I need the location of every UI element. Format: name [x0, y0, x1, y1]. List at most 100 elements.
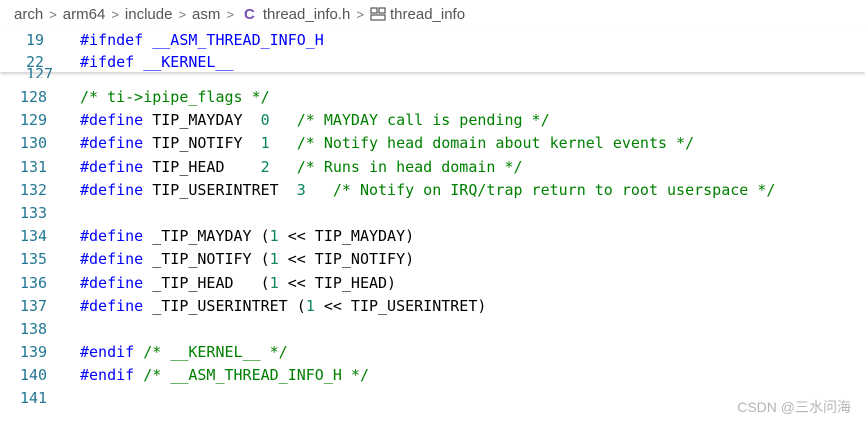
- code-line[interactable]: 135 #define _TIP_NOTIFY (1 << TIP_NOTIFY): [0, 248, 865, 271]
- code-line[interactable]: 137 #define _TIP_USERINTRET (1 << TIP_USE…: [0, 295, 865, 318]
- code-token: 0: [260, 111, 270, 130]
- code-token: #define: [80, 250, 144, 269]
- code-token: #define: [80, 134, 144, 153]
- code-line[interactable]: 132 #define TIP_USERINTRET 3 /* Notify on…: [0, 179, 865, 202]
- code-line[interactable]: 129 #define TIP_MAYDAY 0 /* MAYDAY call i…: [0, 109, 865, 132]
- breadcrumb-item-file[interactable]: thread_info.h: [262, 5, 351, 23]
- line-number: 133: [20, 203, 48, 222]
- breadcrumb-item-arm64[interactable]: arm64: [62, 5, 106, 23]
- code-text: #define TIP_NOTIFY 1 /* Notify head doma…: [80, 132, 694, 155]
- code-text: #define TIP_HEAD 2 /* Runs in head domai…: [80, 156, 523, 179]
- chevron-right-icon: >: [49, 6, 57, 22]
- code-token: 1: [269, 227, 279, 246]
- chevron-right-icon: >: [111, 6, 119, 22]
- code-text: #define TIP_USERINTRET 3 /* Notify on IR…: [80, 179, 775, 202]
- code-editor[interactable]: 128 /* ti->ipipe_flags */ 129 #define TIP_M…: [0, 86, 865, 411]
- code-text: #define _TIP_MAYDAY (1 << TIP_MAYDAY): [80, 225, 414, 248]
- code-line[interactable]: 128 /* ti->ipipe_flags */: [0, 86, 865, 109]
- code-token: 1: [269, 273, 279, 292]
- code-token: /* __KERNEL__ */: [134, 343, 288, 362]
- code-line[interactable]: 138: [0, 318, 865, 341]
- code-line[interactable]: 131 #define TIP_HEAD 2 /* Runs in head do…: [0, 156, 865, 179]
- line-number: 138: [20, 319, 48, 338]
- code-token: #endif: [80, 366, 135, 385]
- line-number: 135: [20, 250, 48, 269]
- code-token: 1: [269, 250, 279, 269]
- line-number: 19: [26, 31, 45, 49]
- breadcrumb-item-asm[interactable]: asm: [192, 5, 221, 23]
- partial-line-number: 127: [26, 66, 54, 78]
- code-line[interactable]: 141: [0, 387, 865, 410]
- code-token: _TIP_MAYDAY (: [143, 227, 270, 246]
- code-token: /* MAYDAY call is pending */: [269, 111, 550, 130]
- line-number: 132: [20, 180, 48, 199]
- line-number: 131: [20, 157, 48, 176]
- code-text: #define TIP_MAYDAY 0 /* MAYDAY call is p…: [80, 109, 550, 132]
- code-text: #define _TIP_USERINTRET (1 << TIP_USERIN…: [80, 295, 486, 318]
- code-token: _TIP_NOTIFY (: [143, 250, 270, 269]
- breadcrumb-item-symbol[interactable]: thread_info: [390, 5, 466, 23]
- chevron-right-icon: >: [178, 6, 187, 22]
- code-token: #define: [80, 273, 144, 292]
- code-token: #define: [80, 157, 144, 176]
- code-text: #define _TIP_HEAD (1 << TIP_HEAD): [80, 272, 396, 295]
- line-number: 134: [20, 227, 48, 246]
- line-number: 137: [20, 296, 48, 315]
- code-token: TIP_USERINTRET: [143, 180, 297, 199]
- line-number: 141: [20, 389, 48, 408]
- sticky-line[interactable]: 22 #ifdef __KERNEL__: [0, 51, 865, 73]
- code-token: _TIP_USERINTRET (: [143, 296, 306, 315]
- line-number: 22: [26, 53, 45, 71]
- code-token: #endif: [80, 343, 135, 362]
- line-number: 136: [20, 273, 48, 292]
- watermark: CSDN @三水问海: [737, 399, 851, 415]
- breadcrumb-item-include[interactable]: include: [124, 5, 173, 23]
- code-token: #define: [80, 111, 144, 130]
- sticky-scroll-header[interactable]: 19 #ifndef __ASM_THREAD_INFO_H 22 #ifdef…: [0, 28, 865, 72]
- code-token: << TIP_NOTIFY): [278, 250, 415, 269]
- sticky-line[interactable]: 19 #ifndef __ASM_THREAD_INFO_H: [0, 29, 865, 51]
- code-token: /* Runs in head domain */: [269, 157, 523, 176]
- struct-icon: [370, 7, 386, 21]
- code-token: 2: [260, 157, 270, 176]
- line-number: 139: [20, 343, 48, 362]
- code-token: TIP_NOTIFY: [143, 134, 261, 153]
- code-token: 1: [305, 296, 315, 315]
- code-line[interactable]: 133: [0, 202, 865, 225]
- code-line[interactable]: 136 #define _TIP_HEAD (1 << TIP_HEAD): [0, 272, 865, 295]
- code-token: _TIP_HEAD (: [143, 273, 270, 292]
- breadcrumb: arch > arm64 > include > asm > C thread_…: [0, 0, 865, 28]
- breadcrumb-item-arch[interactable]: arch: [14, 5, 44, 23]
- code-token: /* __ASM_THREAD_INFO_H */: [134, 366, 369, 385]
- code-token: 1: [260, 134, 270, 153]
- code-line[interactable]: 134 #define _TIP_MAYDAY (1 << TIP_MAYDAY): [0, 225, 865, 248]
- code-token: #define: [80, 180, 144, 199]
- line-number: 130: [20, 134, 48, 153]
- code-token: 3: [296, 180, 306, 199]
- chevron-right-icon: >: [226, 6, 234, 22]
- line-number: 129: [20, 111, 48, 130]
- code-token: /* Notify head domain about kernel event…: [269, 134, 695, 153]
- code-token: TIP_MAYDAY: [143, 111, 261, 130]
- code-token: TIP_HEAD: [143, 157, 261, 176]
- c-file-icon: C: [243, 5, 255, 23]
- code-token: /* ti->ipipe_flags */: [80, 88, 270, 106]
- code-text: #define _TIP_NOTIFY (1 << TIP_NOTIFY): [80, 248, 414, 271]
- code-token: /* Notify on IRQ/trap return to root use…: [305, 180, 776, 199]
- code-text: #endif /* __ASM_THREAD_INFO_H */: [80, 364, 369, 387]
- line-number: 140: [20, 366, 48, 385]
- code-text: /* ti->ipipe_flags */: [80, 86, 270, 109]
- code-token: << TIP_HEAD): [278, 273, 397, 292]
- code-token: #define: [80, 296, 144, 315]
- code-token: #define: [80, 227, 144, 246]
- code-line[interactable]: 139 #endif /* __KERNEL__ */: [0, 341, 865, 364]
- sticky-line-text: #ifndef __ASM_THREAD_INFO_H: [80, 31, 324, 49]
- code-line[interactable]: 140 #endif /* __ASM_THREAD_INFO_H */: [0, 364, 865, 387]
- code-text: #endif /* __KERNEL__ */: [80, 341, 288, 364]
- sticky-line-text: #ifdef __KERNEL__: [80, 53, 234, 71]
- code-token: << TIP_USERINTRET): [314, 296, 487, 315]
- code-line[interactable]: 130 #define TIP_NOTIFY 1 /* Notify head d…: [0, 132, 865, 155]
- chevron-right-icon: >: [356, 6, 364, 22]
- line-number: 128: [20, 88, 48, 106]
- code-token: << TIP_MAYDAY): [278, 227, 415, 246]
